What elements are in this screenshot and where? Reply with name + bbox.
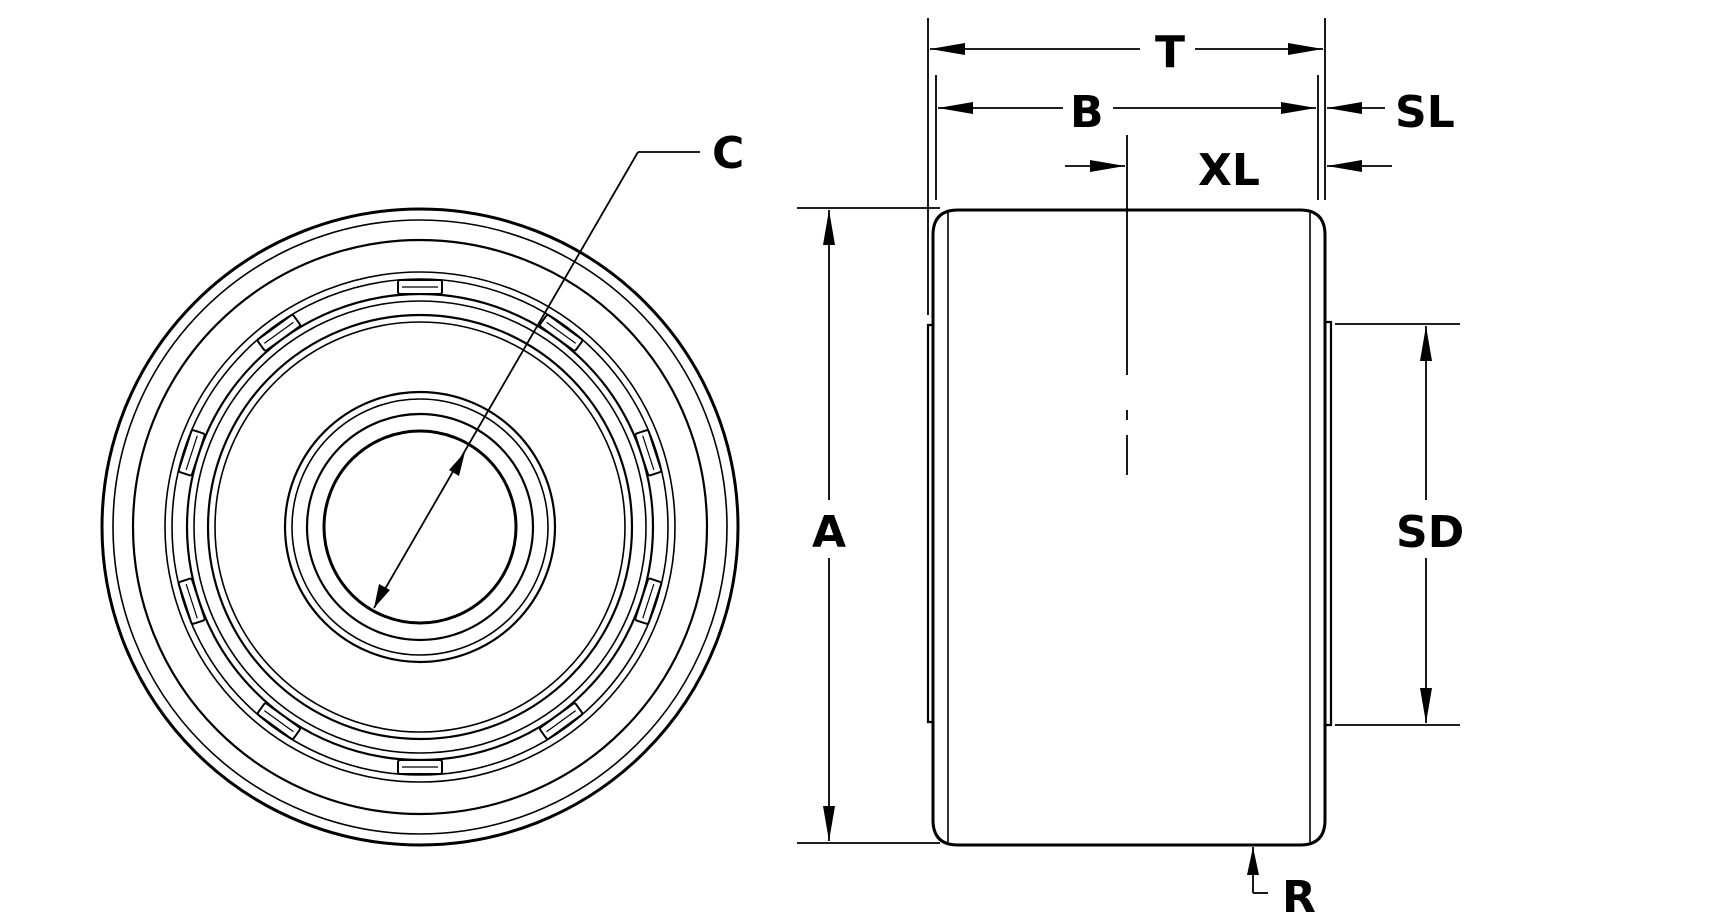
label-c: C [712, 128, 744, 179]
label-xl: XL [1198, 145, 1260, 196]
roller-outline [931, 208, 1327, 847]
front-view: C [100, 128, 744, 847]
label-b: B [1070, 87, 1104, 138]
dimension-b-arrow-left [938, 102, 973, 114]
dimension-sl-arrow-2 [1327, 160, 1362, 172]
outer-ring-inner-edge [131, 238, 709, 816]
dimension-c-line [373, 151, 639, 609]
cage-inner [193, 300, 647, 754]
dimension-a-arrow-top [823, 210, 835, 245]
inner-race-outer [206, 313, 634, 741]
extension-lines [797, 18, 1460, 844]
roller-line [185, 435, 198, 471]
bore-outer [305, 412, 535, 642]
stud-flange-outer [283, 390, 557, 664]
dimension-c-arrow-top [449, 452, 465, 476]
bore-inner [322, 429, 518, 625]
roller-line [642, 583, 655, 619]
stud-flange-inner [291, 398, 549, 656]
dimension-r-arrow [1247, 847, 1259, 875]
dimension-sl [1327, 102, 1392, 172]
label-t: T [1155, 27, 1185, 78]
label-r: R [1282, 872, 1316, 917]
outer-ring-edge [100, 207, 740, 847]
side-plate-right [1325, 320, 1333, 727]
dimension-sl-arrow [1327, 102, 1362, 114]
dimension-b-arrow-right [1281, 102, 1316, 114]
roller-set [177, 279, 663, 775]
inner-race-outer-2 [214, 321, 626, 733]
dimension-a [823, 210, 835, 841]
label-sd: SD [1396, 507, 1464, 558]
roller-line [642, 435, 655, 471]
dimension-sd [1420, 326, 1432, 723]
side-plate-left [926, 323, 933, 724]
roller-line [546, 321, 577, 344]
side-view [926, 135, 1333, 847]
roller-line [546, 710, 577, 733]
roller-line [185, 583, 198, 619]
dimension-t [930, 43, 1323, 55]
dimension-c [373, 151, 700, 609]
dimension-c-arrow-bottom [374, 584, 390, 608]
label-a: A [812, 507, 846, 558]
race-outer [164, 271, 676, 783]
label-sl: SL [1395, 87, 1455, 138]
dimension-r [1247, 847, 1268, 894]
roller-line [263, 710, 294, 733]
dimension-sd-arrow-bottom [1420, 688, 1432, 723]
dimension-a-arrow-bottom [823, 806, 835, 841]
dimension-t-arrow-right [1288, 43, 1323, 55]
dimension-b [938, 102, 1316, 114]
dimension-xl [1065, 160, 1125, 172]
dimension-sd-arrow-top [1420, 326, 1432, 361]
roller-line [263, 321, 294, 344]
dimension-t-arrow-left [930, 43, 965, 55]
outer-ring-chamfer [112, 219, 728, 835]
dimension-xl-arrow [1090, 160, 1125, 172]
